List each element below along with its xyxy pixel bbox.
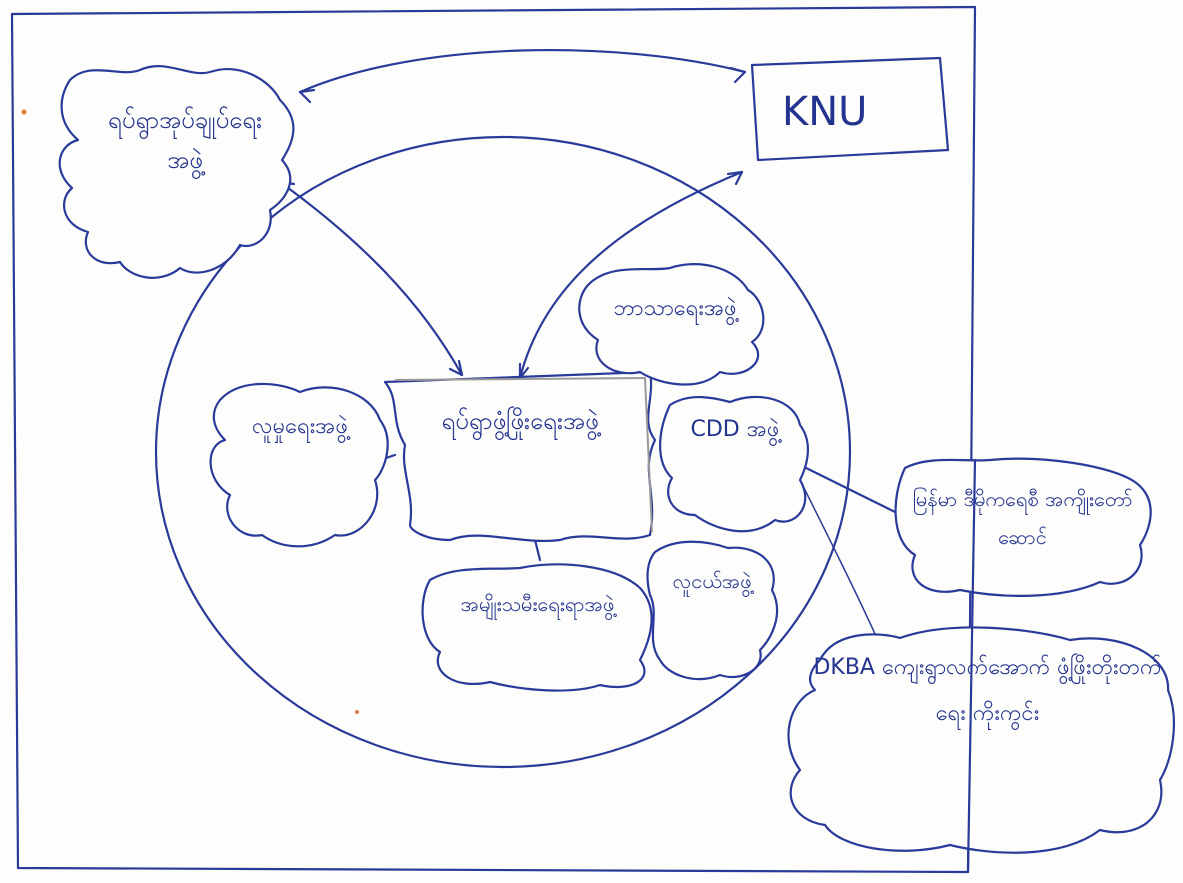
local-admin-cloud: ရပ်ရွာအုပ်ချုပ်ရေးအဖွဲ့ [58, 65, 295, 279]
cdd-sub-label: မြန်မာ ဒီမိုကရေစီ အကျိုးတော်ဆောင် [912, 487, 1133, 549]
religious-label: ဘာသာရေးအဖွဲ့ [613, 296, 737, 321]
community-circle [154, 135, 852, 769]
youth-cloud: လူငယ်အဖွဲ့ [646, 540, 778, 680]
village-committee-box: ရပ်ရွာဖွံ့ဖြိုးရေးအဖွဲ့ [383, 370, 657, 542]
cdd-cloud: CDD အဖွဲ့ [659, 395, 810, 533]
arrow-admin-knu [298, 48, 747, 94]
ink-dot-small [355, 710, 359, 714]
social-group-label: လူမှုရေးအဖွဲ့ [251, 414, 349, 439]
cdd-label: CDD အဖွဲ့ [690, 417, 780, 442]
relief-cloud: DKBA ကျေးရွာလက်အောက် ဖွံ့ဖြိုးတိုးတက်ရေး… [787, 626, 1175, 854]
frame-edge-overlay [966, 458, 977, 874]
knu-box: KNU [750, 56, 950, 162]
cdd-sub-cloud: မြန်မာ ဒီမိုကရေစီ အကျိုးတော်ဆောင် [894, 457, 1152, 597]
village-committee-label: ရပ်ရွာဖွံ့ဖြိုးရေးအဖွဲ့ [441, 407, 599, 435]
relief-label: DKBA ကျေးရွာလက်အောက် ဖွံ့ဖြိုးတိုးတက်ရေး… [813, 655, 1162, 726]
youth-label: လူငယ်အဖွဲ့ [672, 569, 752, 593]
arrow-cdd-relief [799, 479, 881, 646]
women-cloud: အမျိုးသမီးရေးရာအဖွဲ့ [421, 563, 653, 692]
arrow-cdd-sub [788, 458, 897, 514]
knu-label: KNU [782, 89, 867, 135]
connector-bottom [533, 538, 542, 562]
ink-dot [21, 109, 27, 115]
arrow-knu-center [518, 170, 744, 380]
arrow-admin-center [278, 180, 464, 377]
local-admin-label: ရပ်ရွာအုပ်ချုပ်ရေးအဖွဲ့ [107, 106, 263, 174]
social-group-cloud: လူမှုရေးအဖွဲ့ [209, 382, 389, 548]
women-label: အမျိုးသမီးရေးရာအဖွဲ့ [460, 592, 615, 616]
religious-cloud: ဘာသာရေးအဖွဲ့ [578, 263, 765, 386]
